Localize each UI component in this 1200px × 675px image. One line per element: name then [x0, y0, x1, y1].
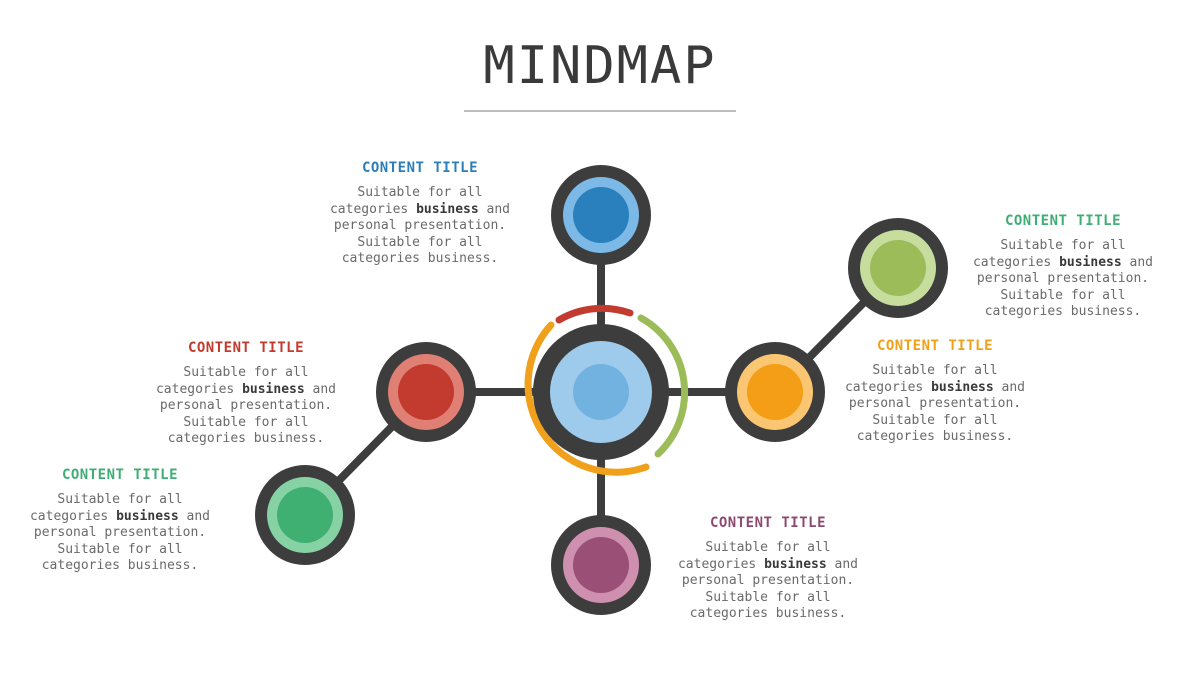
arc-green — [637, 314, 689, 458]
content-block-orange: CONTENT TITLE Suitable for all categorie… — [815, 338, 1055, 446]
content-description: Suitable for all categories business and… — [844, 363, 1026, 444]
node-red — [376, 342, 476, 442]
content-title: CONTENT TITLE — [61, 467, 179, 483]
content-description: Suitable for all categories business and… — [677, 540, 859, 621]
page-title: MINDMAP — [483, 36, 717, 96]
content-block-purple: CONTENT TITLE Suitable for all categorie… — [648, 515, 888, 623]
node-purple — [551, 515, 651, 615]
content-title: CONTENT TITLE — [187, 340, 305, 356]
content-block-red: CONTENT TITLE Suitable for all categorie… — [126, 340, 366, 448]
content-description: Suitable for all categories business and… — [29, 492, 211, 573]
content-title: CONTENT TITLE — [876, 338, 994, 354]
node-blue — [551, 165, 651, 265]
content-description: Suitable for all categories business and… — [972, 238, 1154, 319]
arc-orange — [524, 321, 650, 476]
title-underline — [464, 110, 736, 112]
arc-red — [555, 304, 634, 324]
content-title: CONTENT TITLE — [361, 160, 479, 176]
center-hub — [533, 324, 669, 460]
node-green — [255, 465, 355, 565]
content-block-green: CONTENT TITLE Suitable for all categorie… — [0, 467, 240, 575]
content-title: CONTENT TITLE — [709, 515, 827, 531]
node-lime — [848, 218, 948, 318]
content-title: CONTENT TITLE — [1004, 213, 1122, 229]
content-block-blue: CONTENT TITLE Suitable for all categorie… — [300, 160, 540, 268]
content-description: Suitable for all categories business and… — [329, 185, 511, 266]
content-description: Suitable for all categories business and… — [155, 365, 337, 446]
node-orange — [725, 342, 825, 442]
content-block-lime: CONTENT TITLE Suitable for all categorie… — [943, 213, 1183, 321]
